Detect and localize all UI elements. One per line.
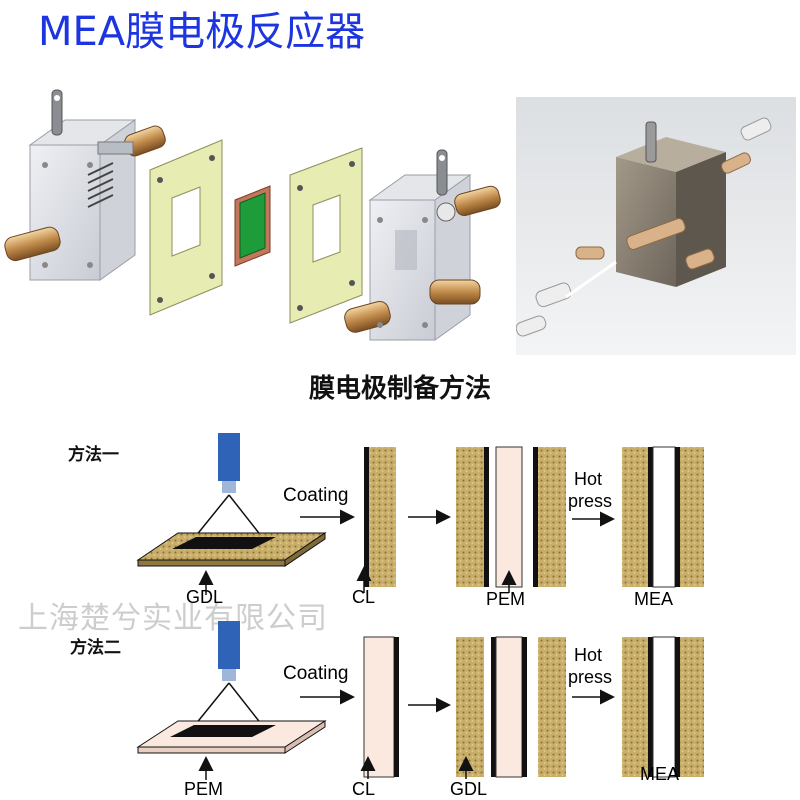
method-1-label: 方法一 bbox=[68, 445, 119, 465]
spray-nozzle-2 bbox=[218, 621, 240, 669]
right-end-plate bbox=[344, 149, 501, 341]
press-label: press bbox=[568, 491, 612, 511]
pem-membrane bbox=[495, 446, 523, 588]
reactor-exploded-view bbox=[4, 89, 501, 341]
mea-core bbox=[234, 185, 271, 267]
label-mea: MEA bbox=[634, 589, 673, 609]
catalyst-layer-2 bbox=[170, 725, 276, 737]
hot-label-2: Hot bbox=[574, 645, 602, 665]
label-pem: PEM bbox=[486, 589, 525, 609]
left-end-plate bbox=[4, 89, 166, 281]
right-gasket bbox=[289, 147, 363, 324]
page-title: MEA膜电极反应器 bbox=[38, 9, 366, 55]
label-cl: CL bbox=[352, 587, 375, 607]
coating-label: Coating bbox=[283, 485, 349, 506]
press-label-2: press bbox=[568, 667, 612, 687]
coating-label-2: Coating bbox=[283, 663, 349, 684]
method-2-label: 方法二 bbox=[70, 638, 121, 658]
label-gdl: GDL bbox=[186, 587, 223, 607]
section-title: 膜电极制备方法 bbox=[308, 374, 491, 404]
hot-label: Hot bbox=[574, 469, 602, 489]
watermark: 上海楚兮实业有限公司 bbox=[18, 601, 328, 636]
spray-nozzle bbox=[218, 433, 240, 481]
left-gasket bbox=[149, 139, 223, 316]
label-gdl-2: GDL bbox=[450, 779, 487, 799]
label-mea-2: MEA bbox=[640, 764, 679, 784]
label-pem-2: PEM bbox=[184, 779, 223, 799]
method-2-diagram: PEM Coating CL GDL Hot press MEA bbox=[136, 621, 704, 799]
method-1-diagram: GDL Coating CL PEM Hot press MEA bbox=[136, 433, 704, 609]
label-cl-2: CL bbox=[352, 779, 375, 799]
reactor-photo bbox=[516, 97, 796, 355]
catalyst-layer bbox=[172, 537, 276, 549]
